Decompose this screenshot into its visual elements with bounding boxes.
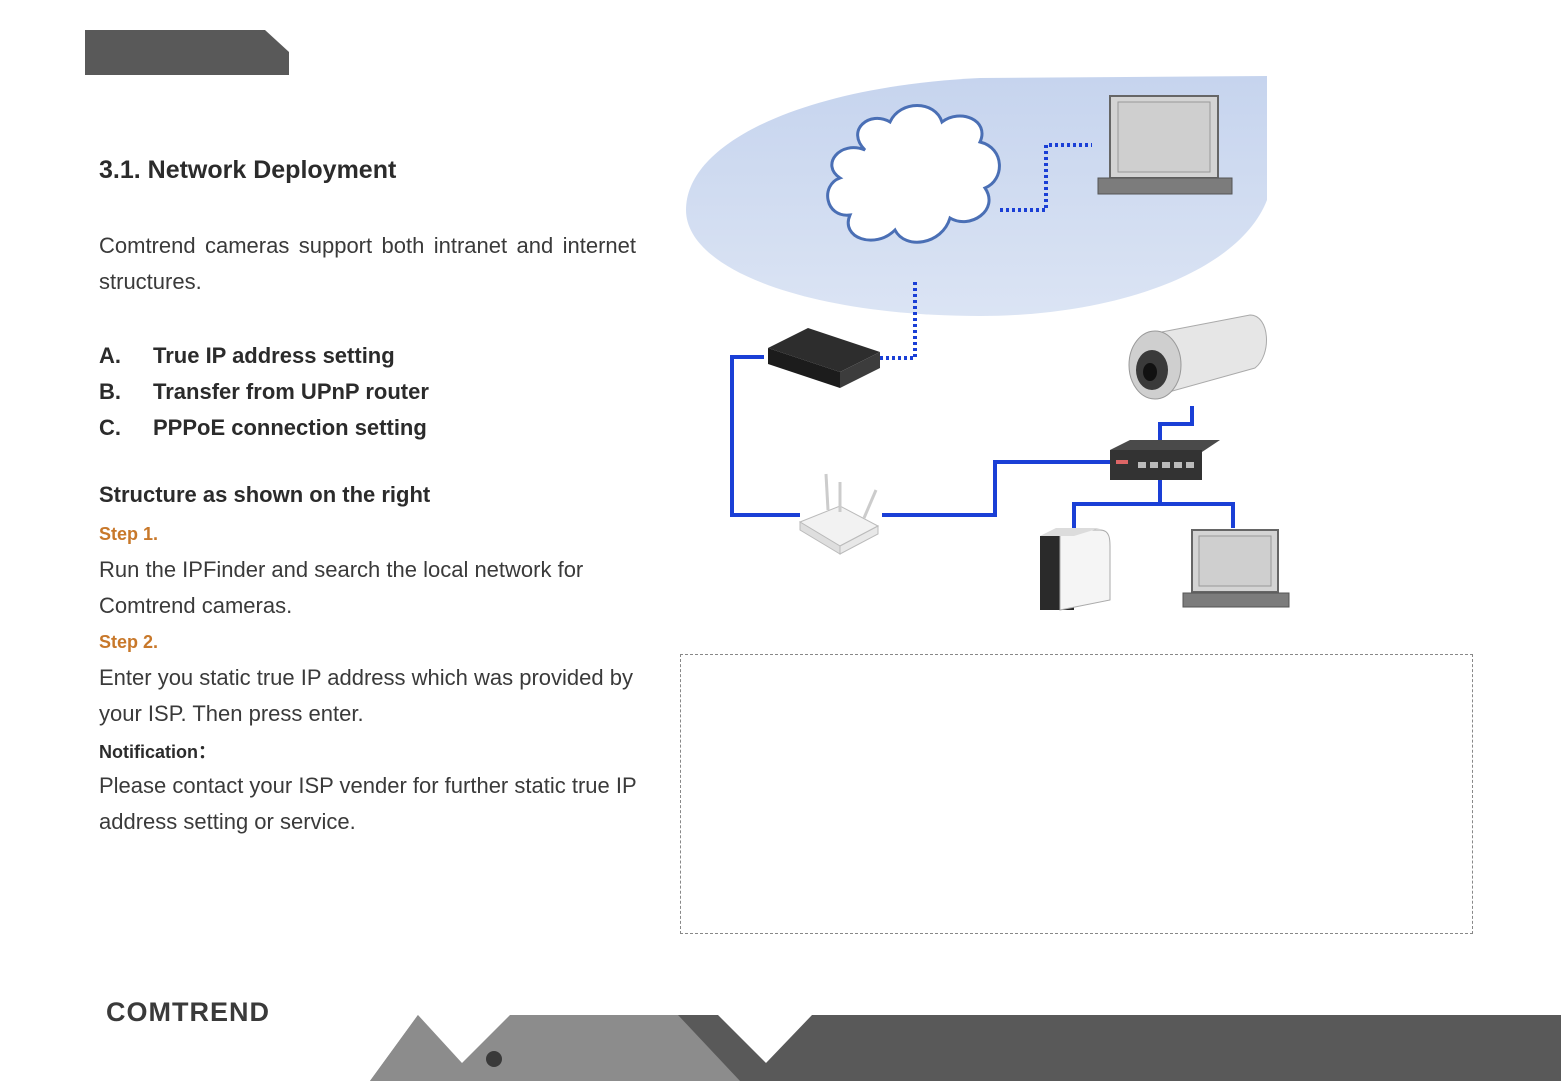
list-item: B. Transfer from UPnP router — [99, 374, 429, 410]
note-box — [680, 654, 1473, 934]
step2-label: Step 2. — [99, 632, 159, 652]
list-label: Transfer from UPnP router — [153, 379, 429, 404]
options-list: A. True IP address setting B. Transfer f… — [99, 338, 429, 446]
nvr-icon — [1040, 528, 1111, 611]
laptop-icon — [1097, 95, 1233, 195]
laptop-icon — [1182, 529, 1290, 608]
notification-label: Notification： — [99, 742, 216, 762]
cloud-icon — [826, 104, 1001, 244]
switch-icon — [1110, 440, 1220, 480]
svg-text:COMTREND: COMTREND — [106, 997, 270, 1026]
camera-icon — [1128, 314, 1267, 400]
list-label: PPPoE connection setting — [153, 415, 427, 440]
comtrend-logo: COMTREND — [106, 997, 270, 1026]
list-label: True IP address setting — [153, 343, 395, 368]
list-letter: A. — [99, 343, 121, 368]
structure-heading: Structure as shown on the right — [99, 482, 431, 507]
page-dot — [486, 1051, 502, 1067]
step1-text: Run the IPFinder and search the local ne… — [99, 557, 584, 618]
list-item: C. PPPoE connection setting — [99, 410, 429, 446]
step1-label: Step 1. — [99, 524, 159, 544]
section-title: 3.1. Network Deployment — [99, 156, 397, 184]
intro-paragraph: Comtrend cameras support both intranet a… — [99, 233, 636, 294]
header-tab — [85, 30, 289, 75]
step2-text: Enter you static true IP address which w… — [99, 665, 633, 726]
wifi-router-icon — [798, 473, 880, 555]
footer-bar — [370, 1015, 1561, 1081]
modem-icon — [768, 328, 880, 388]
network-diagram — [686, 76, 1290, 611]
notification-text: Please contact your ISP vender for furth… — [99, 773, 637, 834]
list-letter: B. — [99, 379, 121, 404]
list-item: A. True IP address setting — [99, 338, 429, 374]
list-letter: C. — [99, 415, 121, 440]
